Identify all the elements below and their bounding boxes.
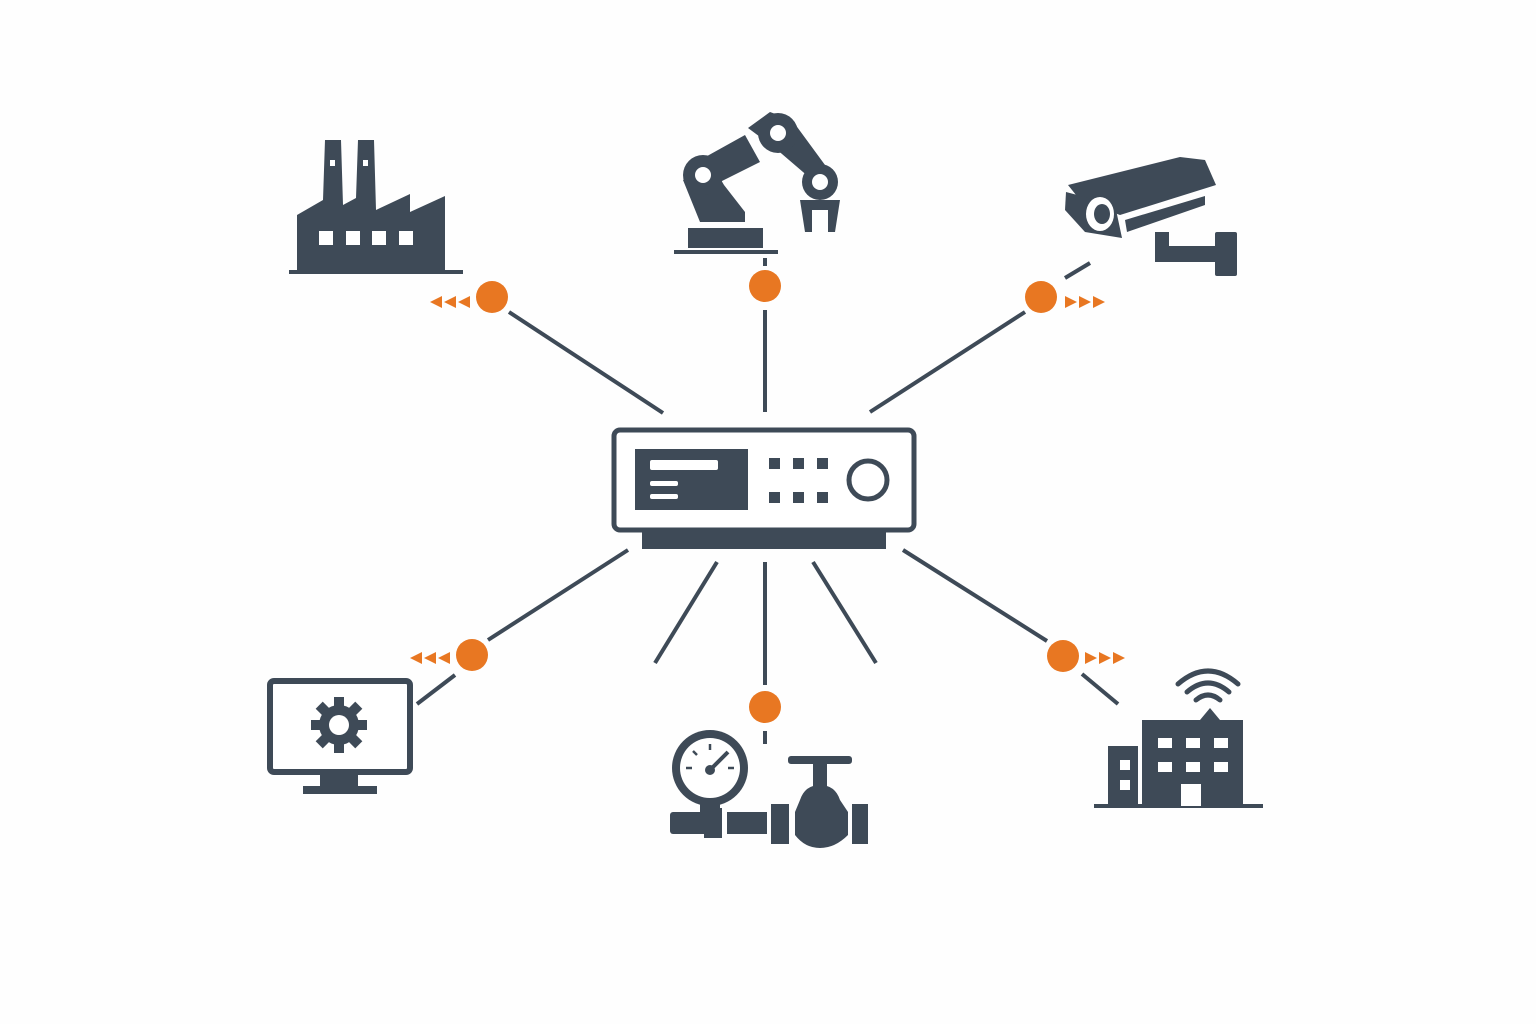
monitor-settings-icon <box>267 678 413 794</box>
arrows-left-icon <box>410 652 450 664</box>
node-dot-robot <box>749 270 781 302</box>
link-branch-right <box>811 560 878 665</box>
gateway-device-icon <box>611 427 917 549</box>
link-monitor <box>486 548 630 642</box>
wifi-icon <box>1175 668 1241 703</box>
link-monitor-stub <box>415 673 457 706</box>
node-dot-building <box>1047 640 1079 672</box>
link-camera-stub <box>1063 261 1092 280</box>
gear-icon <box>311 697 367 753</box>
arrows-left-icon <box>430 296 470 308</box>
pressure-gauge-valve-icon <box>670 730 868 848</box>
node-dot-factory <box>476 281 508 313</box>
node-dot-camera <box>1025 281 1057 313</box>
arrows-right-icon <box>1085 652 1125 664</box>
link-branch-left <box>653 560 719 665</box>
link-building-stub <box>1080 672 1120 706</box>
node-dot-gauge <box>749 691 781 723</box>
node-dot-monitor <box>456 639 488 671</box>
robotic-arm-icon <box>674 112 840 254</box>
arrows-right-icon <box>1065 296 1105 308</box>
security-camera-icon <box>1065 157 1237 276</box>
link-camera <box>868 310 1027 414</box>
factory-icon <box>289 140 463 274</box>
link-building <box>901 548 1049 643</box>
smart-building-icon <box>1094 668 1263 808</box>
link-factory <box>507 310 665 415</box>
